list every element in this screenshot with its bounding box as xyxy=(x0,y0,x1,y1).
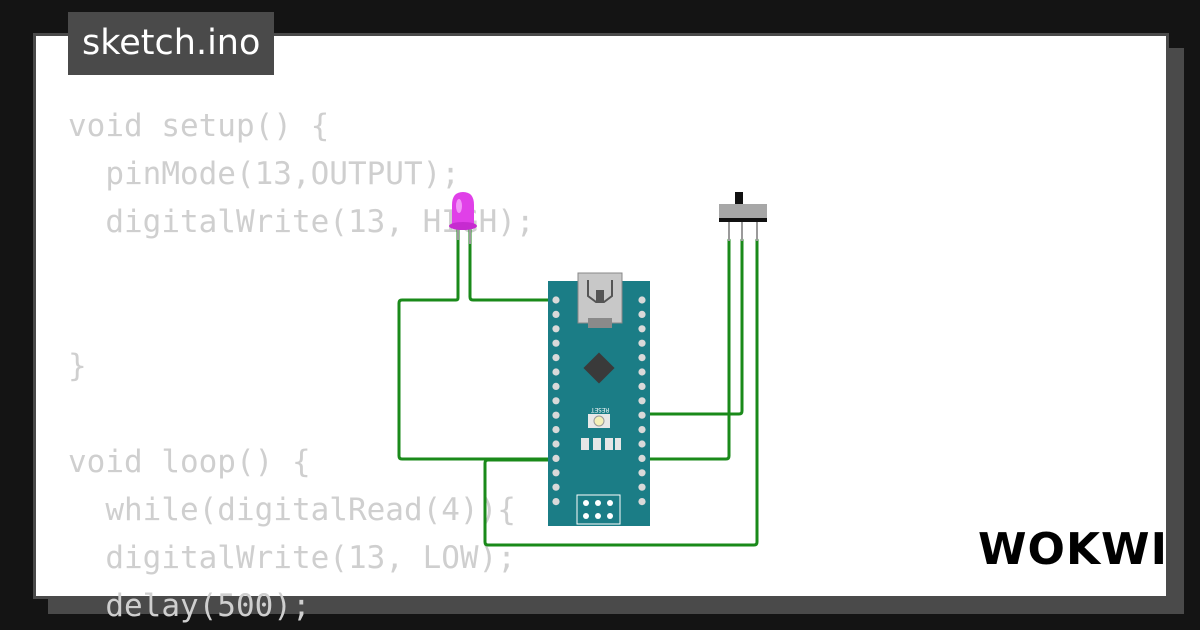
code-line: while(digitalRead(4)){ xyxy=(68,492,516,528)
header-pin-left[interactable] xyxy=(552,354,560,362)
arduino-nano-board[interactable]: RESET xyxy=(548,272,650,526)
code-line: pinMode(13,OUTPUT); xyxy=(68,156,460,192)
header-pin-left[interactable] xyxy=(552,382,560,390)
header-pin-left[interactable] xyxy=(552,483,560,491)
header-pin-right[interactable] xyxy=(638,296,646,304)
code-line: digitalWrite(13, LOW); xyxy=(68,540,516,576)
header-pin-left[interactable] xyxy=(552,469,560,477)
header-pin-right[interactable] xyxy=(638,354,646,362)
code-line: } xyxy=(68,348,87,384)
reset-label: RESET xyxy=(591,406,609,413)
header-pin-left[interactable] xyxy=(552,454,560,462)
header-pin-right[interactable] xyxy=(638,483,646,491)
led-rim xyxy=(449,222,477,230)
icsp-pins xyxy=(583,500,613,519)
wires xyxy=(397,223,759,547)
header-pin-right[interactable] xyxy=(638,339,646,347)
switch-base xyxy=(719,218,767,222)
board-led-on xyxy=(593,438,601,450)
header-pin-right[interactable] xyxy=(638,411,646,419)
file-name-tab: sketch.ino xyxy=(68,12,275,75)
code-listing: void setup() { pinMode(13,OUTPUT); digit… xyxy=(68,102,535,630)
board-led-l xyxy=(581,438,589,450)
header-pin-left[interactable] xyxy=(552,411,560,419)
code-line: delay(500); xyxy=(68,588,311,624)
wokwi-logo: WOKWI xyxy=(978,524,1168,575)
header-pin-left[interactable] xyxy=(552,397,560,405)
code-line: void setup() { xyxy=(68,108,330,144)
board-led-rx xyxy=(615,438,621,450)
slide-switch[interactable] xyxy=(719,192,767,241)
header-pin-right[interactable] xyxy=(638,426,646,434)
wire-switch-gnd xyxy=(640,238,731,461)
header-pin-right[interactable] xyxy=(638,397,646,405)
switch-body xyxy=(719,204,767,220)
header-pin-left[interactable] xyxy=(552,440,560,448)
code-line: void loop() { xyxy=(68,444,311,480)
board-led-tx xyxy=(605,438,613,450)
led-body xyxy=(452,192,474,225)
usb-port-slot xyxy=(596,290,604,302)
right-header-pins xyxy=(638,296,646,506)
reset-button-cap[interactable] xyxy=(593,415,605,427)
header-pin-right[interactable] xyxy=(638,498,646,506)
header-pin-right[interactable] xyxy=(638,368,646,376)
led-component[interactable] xyxy=(449,192,477,244)
header-pin-left[interactable] xyxy=(552,339,560,347)
header-pin-left[interactable] xyxy=(552,426,560,434)
header-pin-left[interactable] xyxy=(552,310,560,318)
wire-switch-5v xyxy=(483,238,759,547)
wire-led-cathode-gnd xyxy=(397,223,558,461)
wire-switch-d4 xyxy=(640,238,744,416)
left-header-pins xyxy=(552,296,560,506)
code-line: digitalWrite(13, HIGH); xyxy=(68,204,535,240)
usb-pads xyxy=(588,318,612,328)
header-pin-right[interactable] xyxy=(638,310,646,318)
header-pin-right[interactable] xyxy=(638,454,646,462)
header-pin-right[interactable] xyxy=(638,325,646,333)
microcontroller-chip xyxy=(583,352,615,384)
header-pin-left[interactable] xyxy=(552,296,560,304)
header-pin-left[interactable] xyxy=(552,325,560,333)
header-pin-right[interactable] xyxy=(638,440,646,448)
wire-led-anode-d13 xyxy=(468,223,558,302)
header-pin-left[interactable] xyxy=(552,368,560,376)
switch-handle[interactable] xyxy=(735,192,743,204)
header-pin-right[interactable] xyxy=(638,382,646,390)
icsp-outline xyxy=(576,494,621,525)
led-highlight xyxy=(456,199,462,213)
header-pin-right[interactable] xyxy=(638,469,646,477)
header-pin-left[interactable] xyxy=(552,498,560,506)
